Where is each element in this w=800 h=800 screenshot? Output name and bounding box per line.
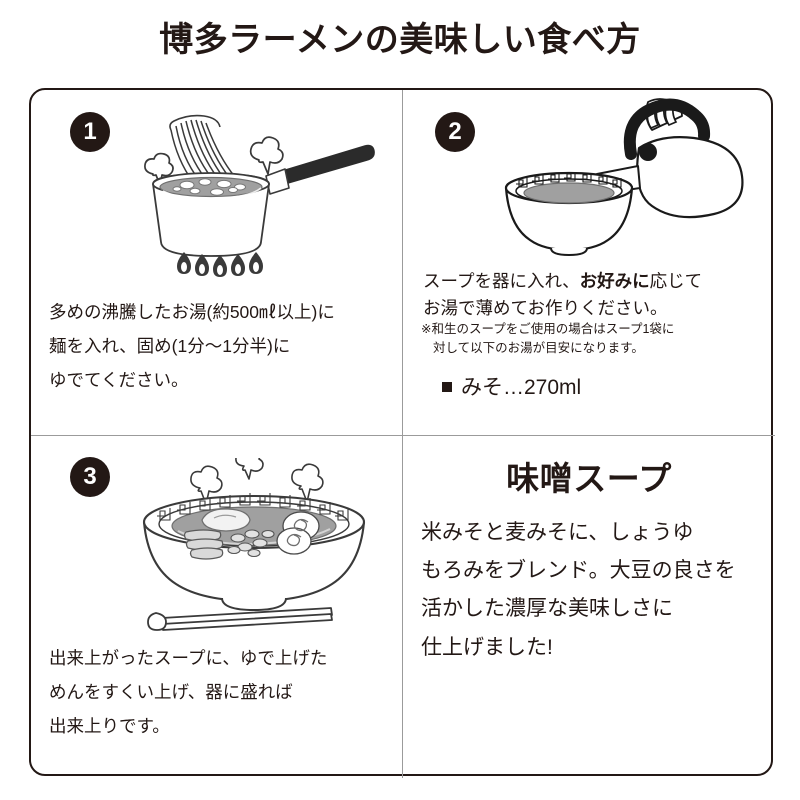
- step-3-line-3: 出来上りです。: [49, 716, 170, 737]
- product-desc-line-2: もろみをブレンド。大豆の良さを: [421, 559, 736, 583]
- step-1-badge: 1: [70, 112, 110, 152]
- note-line-2: 対して以下のお湯が目安になります。: [433, 340, 644, 355]
- page-title: 博多ラーメンの美味しい食べ方: [159, 21, 641, 59]
- step-1-panel: 1: [31, 90, 402, 435]
- step-3-line-1: 出来上がったスープに、ゆで上げた: [49, 648, 328, 668]
- step-2-panel: 2: [403, 90, 775, 435]
- step-1-line-2: 麺を入れ、固め(1分〜1分半)に: [49, 336, 291, 357]
- product-description: 米みそと麦みそに、しょうゆ もろみをブレンド。大豆の良さを 活かした濃厚な美味し…: [421, 514, 736, 667]
- square-bullet-icon: [442, 382, 452, 392]
- step-2-emphasis: お好みに: [579, 271, 650, 291]
- step-2-line-2: お湯で薄めてお作りください。: [423, 298, 668, 319]
- product-name: 味噌スープ: [506, 460, 672, 497]
- step-2-badge: 2: [435, 112, 475, 152]
- product-info-panel: 味噌スープ 米みそと麦みそに、しょうゆ もろみをブレンド。大豆の良さを 活かした…: [403, 436, 775, 778]
- step-1-line-3: ゆでてください。: [49, 370, 189, 391]
- step-1-line-1: 多めの沸騰したお湯(約500㎖以上)に: [49, 302, 335, 322]
- product-desc-line-1: 米みそと麦みそに、しょうゆ: [421, 521, 694, 544]
- step-2-line-1-pre: スープを器に入れ、: [423, 271, 580, 291]
- product-desc-line-3: 活かした濃厚な美味しさに: [421, 597, 673, 621]
- product-desc-line-4: 仕上げました!: [421, 635, 553, 659]
- step-3-line-2: めんをすくい上げ、器に盛れば: [49, 682, 293, 703]
- step-1-description: 多めの沸騰したお湯(約500㎖以上)に 麺を入れ、固め(1分〜1分半)に ゆでて…: [49, 295, 335, 397]
- step-3-description: 出来上がったスープに、ゆで上げた めんをすくい上げ、器に盛れば 出来上りです。: [49, 641, 327, 743]
- pot-boiling-noodles-icon: [144, 114, 375, 277]
- step-2-note: ※和生のスープをご使用の場合はスープ1袋に 対して以下のお湯が目安になります。: [421, 320, 674, 358]
- kettle-pouring-bowl-icon: [504, 98, 744, 257]
- note-line-1: ※和生のスープをご使用の場合はスープ1袋に: [421, 322, 675, 336]
- instruction-frame: 1: [29, 88, 775, 778]
- vertical-divider: [402, 90, 403, 778]
- step-2-line-1-post: 応じて: [649, 271, 703, 291]
- step-2-description: スープを器に入れ、お好みに応じて お湯で薄めてお作りください。: [423, 268, 702, 322]
- soup-water-amount: みそ…270ml: [442, 371, 581, 401]
- step-3-panel: 3: [31, 436, 402, 778]
- step-2-line-1: スープを器に入れ、お好みに応じて: [423, 268, 702, 295]
- step-3-badge: 3: [70, 457, 110, 497]
- horizontal-divider: [31, 435, 775, 436]
- soup-water-amount-label: みそ…270ml: [461, 376, 582, 399]
- finished-ramen-bowl-icon: [142, 458, 366, 631]
